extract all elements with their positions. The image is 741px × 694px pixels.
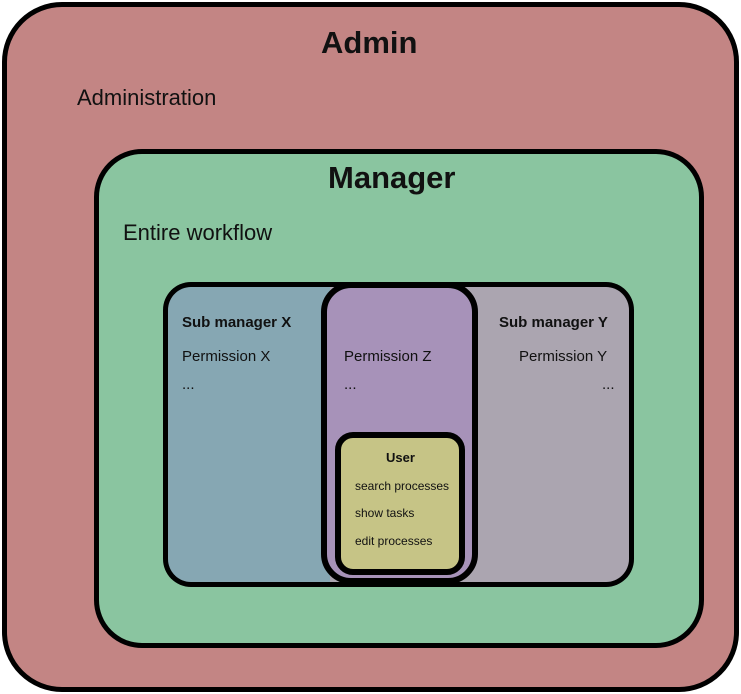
sub-manager-y-more: ... <box>602 376 615 393</box>
sub-manager-y-title: Sub manager Y <box>499 314 608 331</box>
sub-manager-y-permission: Permission Y <box>519 348 608 365</box>
admin-title: Admin <box>321 25 418 60</box>
admin-label: Administration <box>77 85 217 110</box>
sub-manager-z-more: ... <box>344 376 357 393</box>
sub-manager-x-more: ... <box>182 376 195 393</box>
sub-manager-x-permission: Permission X <box>182 348 271 365</box>
user-permission-item: edit processes <box>355 534 433 548</box>
sub-manager-x-title: Sub manager X <box>182 314 292 331</box>
manager-title: Manager <box>328 160 456 195</box>
user-permission-item: search processes <box>355 479 450 493</box>
sub-manager-y-box <box>466 282 634 587</box>
sub-manager-z-permission: Permission Z <box>344 348 432 365</box>
user-permission-item: show tasks <box>355 506 415 520</box>
user-box <box>335 432 465 575</box>
manager-label: Entire workflow <box>123 220 273 245</box>
user-title: User <box>386 450 415 465</box>
